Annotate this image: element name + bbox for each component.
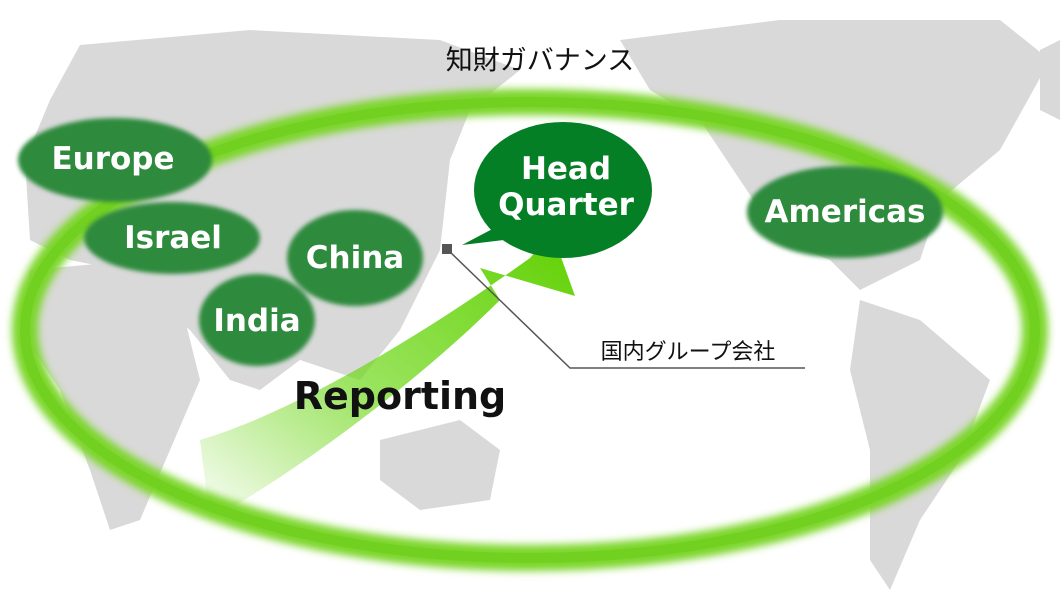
headquarter-line1: Head — [520, 151, 612, 187]
governance-ring-core — [20, 97, 1040, 563]
region-europe: Europe — [51, 141, 175, 177]
headquarter-line2: Quarter — [498, 187, 634, 223]
americas-blob — [747, 166, 943, 258]
israel-blob — [84, 202, 260, 274]
reporting-label: Reporting — [293, 374, 507, 418]
headquarter-bubble-tail — [462, 225, 520, 245]
headquarter-bubble-body — [474, 122, 652, 258]
india-blob — [199, 274, 315, 366]
region-blobs — [18, 118, 943, 366]
headquarter-label: Head Quarter — [498, 151, 634, 223]
domestic-group-label: 国内グループ会社 — [600, 340, 776, 365]
headquarter-bubble — [462, 122, 652, 258]
reporting-arrow — [200, 232, 575, 520]
region-india: India — [213, 303, 301, 339]
region-americas: Americas — [764, 194, 926, 230]
china-blob — [287, 210, 423, 306]
europe-blob — [18, 118, 212, 202]
region-israel: Israel — [124, 220, 222, 256]
region-china: China — [305, 240, 405, 276]
callout-line — [447, 249, 805, 369]
diagram-title: 知財ガバナンス — [445, 45, 635, 77]
japan-marker — [442, 244, 452, 254]
